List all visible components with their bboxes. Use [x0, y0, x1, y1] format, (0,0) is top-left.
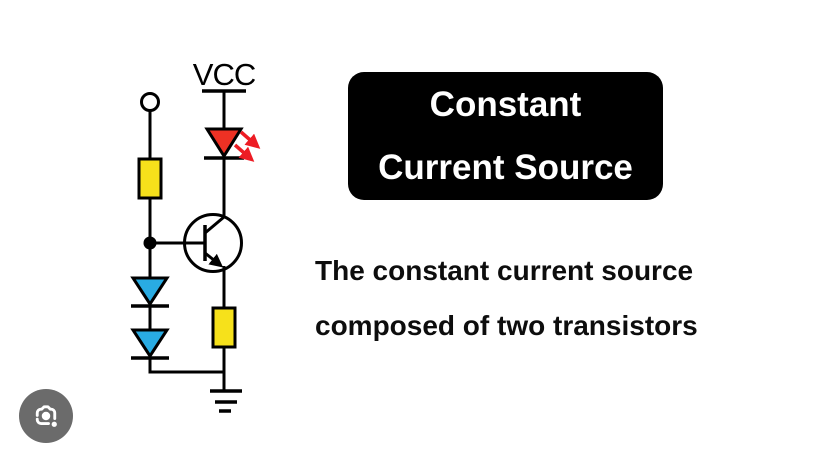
led-triangle: [204, 127, 244, 159]
search-image-button[interactable]: [19, 389, 73, 443]
emitter-resistor: [211, 306, 237, 349]
lens-frame-top: [35, 405, 57, 420]
led-red: [204, 127, 244, 160]
emission-arrow-1: [239, 130, 261, 149]
diode-2-triangle: [130, 328, 170, 359]
title-line-2: Current Source: [378, 147, 633, 187]
npn-transistor: [150, 213, 243, 273]
transistor-emitter-line: [204, 251, 224, 268]
lens-corner-dot: [51, 421, 57, 427]
diode-1: [130, 276, 170, 308]
lens-center-dot: [41, 411, 51, 421]
description-line-2: composed of two transistors: [315, 310, 698, 341]
diode-2: [130, 328, 170, 360]
input-terminal: [140, 92, 160, 112]
diode-1-triangle: [130, 276, 170, 307]
title-line-1: Constant: [429, 84, 582, 124]
wire-diodes-to-ground: [148, 358, 224, 374]
bias-resistor: [137, 157, 163, 200]
title-box: Constant Current Source: [348, 72, 663, 200]
transistor-collector-line: [204, 215, 225, 235]
lens-frame-bottom: [35, 417, 50, 425]
led-emission-arrows: [233, 130, 261, 162]
vcc-label: VCC: [193, 57, 256, 92]
description-line-1: The constant current source: [315, 255, 694, 286]
emission-arrow-2: [233, 143, 255, 162]
description-text: The constant current source composed of …: [315, 243, 795, 353]
bias-branch: [130, 92, 224, 374]
ground-symbol: [210, 389, 242, 413]
google-lens-icon: [35, 405, 57, 427]
